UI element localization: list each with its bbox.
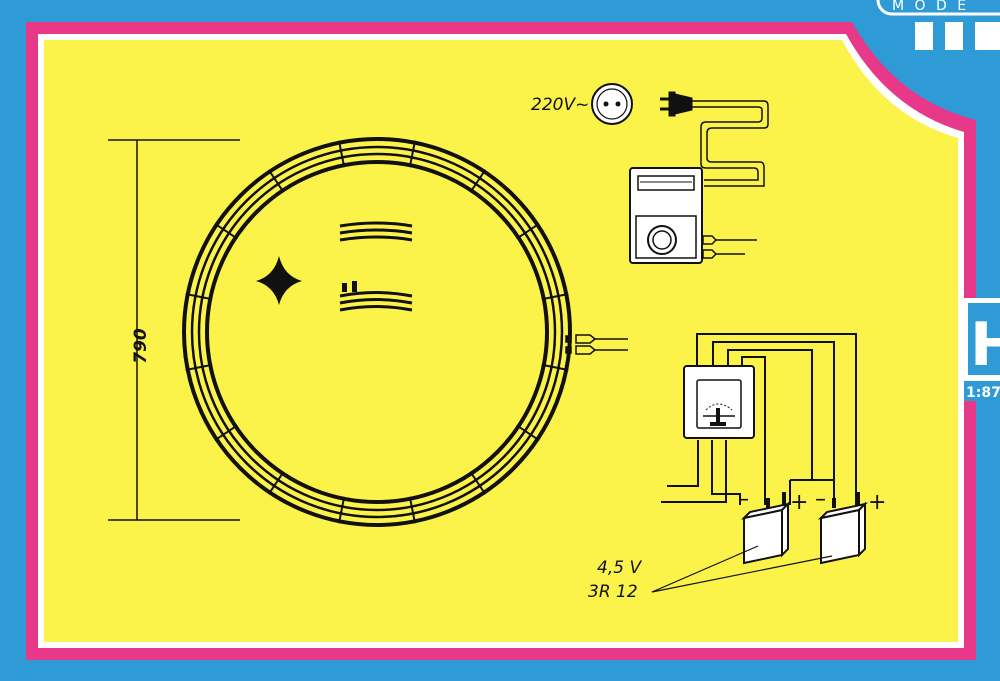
yellow-panel: [44, 40, 958, 642]
dial-knob-icon: [647, 225, 677, 255]
track-joint: [516, 424, 540, 442]
battery-type-label: 3R 12: [588, 582, 638, 602]
track-joint: [337, 140, 346, 168]
rail-clip: [352, 281, 357, 292]
track-joint: [408, 496, 417, 524]
track-connector: [565, 334, 628, 355]
diameter-label: 790: [131, 328, 151, 364]
track-joint: [541, 292, 569, 301]
track-joint: [267, 471, 285, 495]
power-cable: [692, 100, 769, 187]
battery-2-minus-sign: –: [815, 487, 826, 512]
track-joint: [469, 471, 487, 495]
track-joint: [469, 169, 487, 193]
transformer-output-leads: [702, 235, 757, 259]
battery-2: [817, 492, 869, 565]
curved-track-piece-1: [339, 221, 413, 242]
mains-voltage-label: 220V~: [531, 95, 589, 115]
battery-2-plus-sign: +: [868, 490, 886, 515]
scale-badge: H 1:87: [964, 298, 1000, 401]
track-joint: [337, 496, 346, 524]
curved-track-piece-2: [339, 291, 413, 312]
battery-voltage-label: 4,5 V: [597, 558, 642, 578]
star-symbol: [256, 256, 302, 305]
dimension-marker: [108, 139, 240, 521]
track-joint: [267, 169, 285, 193]
power-plug: [660, 91, 693, 117]
header-fragment: M O D E: [892, 0, 969, 14]
track-circle: [182, 137, 572, 527]
battery-1-minus-sign: –: [738, 487, 749, 512]
battery-pointer-lines: [651, 545, 833, 593]
scale-label: 1:87: [966, 385, 1000, 401]
brand-letter: H: [970, 310, 1000, 380]
track-joint: [214, 424, 238, 442]
wall-socket: [591, 83, 633, 125]
track-joint: [541, 363, 569, 372]
switch-controller: [683, 365, 755, 439]
track-joint: [516, 222, 540, 240]
battery-1-plus-sign: +: [790, 490, 808, 515]
brand-header: M O D E: [876, 0, 1000, 50]
track-joint: [185, 363, 213, 372]
control-wiring: [661, 333, 857, 505]
track-joint: [214, 222, 238, 240]
track-joint: [408, 140, 417, 168]
rail-clip: [342, 283, 347, 292]
track-joints: [185, 140, 569, 524]
track-joint: [185, 292, 213, 301]
battery-1: [740, 492, 792, 565]
